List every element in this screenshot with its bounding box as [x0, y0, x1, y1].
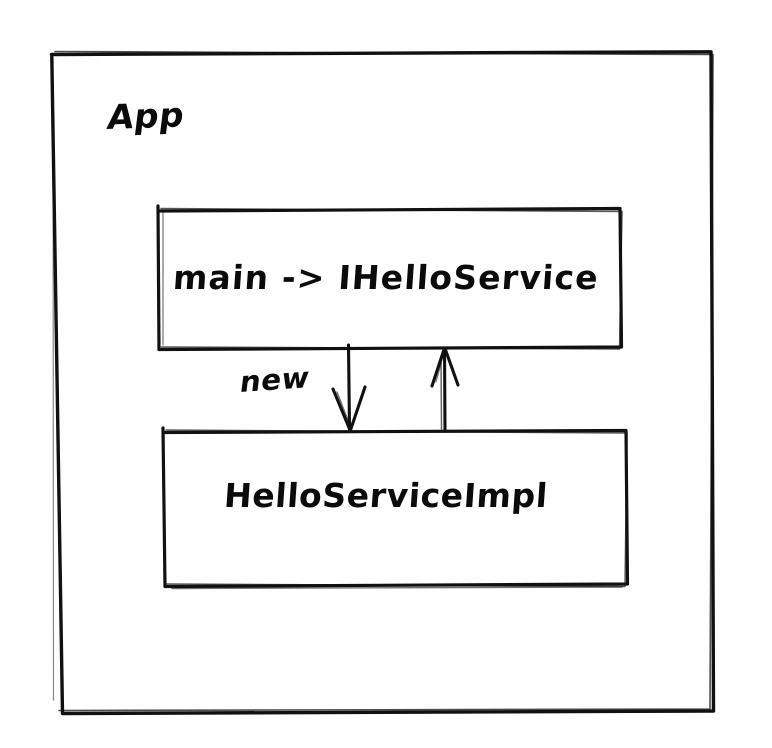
- lower-box-shape: [161, 426, 630, 590]
- upper-box-label: main -> IHelloService: [171, 258, 601, 297]
- outer-container-label: App: [105, 95, 187, 138]
- edge-arrow-down: [331, 343, 367, 432]
- outer-container-shape: [49, 50, 716, 716]
- lower-box-label: HelloServiceImpl: [222, 476, 550, 515]
- edge-arrow-up: [430, 346, 460, 432]
- upper-box-shape: [156, 204, 624, 352]
- edge-label-new: new: [238, 360, 312, 399]
